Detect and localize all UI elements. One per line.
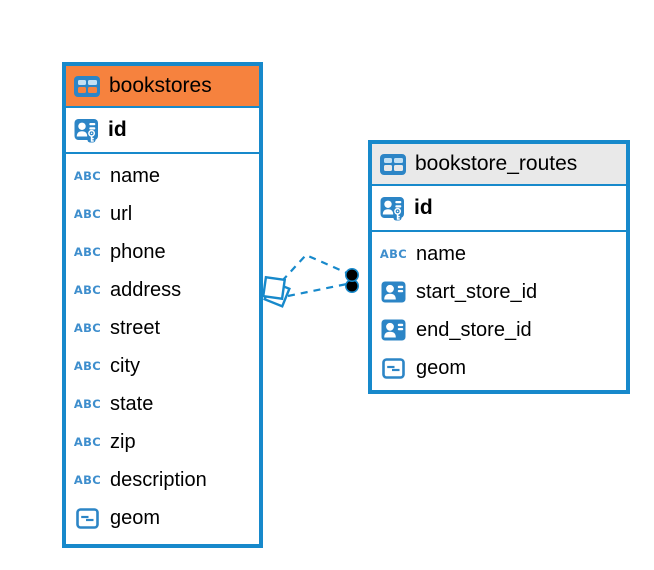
column-name: street xyxy=(110,316,161,339)
column-name: phone xyxy=(110,240,166,263)
text-type-icon: ABC xyxy=(73,283,102,297)
column-list: ABC name ABC url ABC phone ABC address A… xyxy=(66,154,259,540)
column-row[interactable]: ABC phone xyxy=(66,233,259,271)
column-name: name xyxy=(416,242,467,265)
geometry-type-icon xyxy=(74,507,101,529)
column-name: description xyxy=(110,468,207,491)
column-name: id xyxy=(108,118,127,141)
column-name: url xyxy=(110,202,133,225)
relationship-line-start-store[interactable] xyxy=(281,253,348,282)
column-name: geom xyxy=(416,356,467,379)
table-header-bookstores[interactable]: bookstores xyxy=(66,66,259,108)
column-row[interactable]: ABC street xyxy=(66,309,259,347)
table-bookstores[interactable]: bookstores id xyxy=(62,62,263,548)
column-row-pk[interactable]: id xyxy=(372,186,626,232)
column-row[interactable]: geom xyxy=(66,499,259,537)
column-name: geom xyxy=(110,506,161,529)
primary-key-icon xyxy=(73,118,100,143)
text-type-icon: ABC xyxy=(73,397,102,411)
column-name: zip xyxy=(110,430,136,453)
table-name: bookstores xyxy=(109,74,212,97)
column-name: end_store_id xyxy=(416,318,532,341)
primary-key-icon xyxy=(379,196,406,221)
many-end-diamond-icon[interactable] xyxy=(261,275,291,308)
column-row[interactable]: ABC state xyxy=(66,385,259,423)
reference-type-icon xyxy=(380,319,407,341)
column-row[interactable]: ABC name xyxy=(66,157,259,195)
table-icon xyxy=(74,75,100,97)
text-type-icon: ABC xyxy=(379,247,408,261)
text-type-icon: ABC xyxy=(73,207,102,221)
text-type-icon: ABC xyxy=(73,245,102,259)
text-type-icon: ABC xyxy=(73,435,102,449)
column-row[interactable]: end_store_id xyxy=(372,311,626,349)
column-name: name xyxy=(110,164,161,187)
column-row[interactable]: geom xyxy=(372,349,626,387)
column-row[interactable]: ABC url xyxy=(66,195,259,233)
reference-type-icon xyxy=(380,281,407,303)
text-type-icon: ABC xyxy=(73,321,102,335)
one-end-dot-icon[interactable] xyxy=(344,267,359,293)
table-bookstore-routes[interactable]: bookstore_routes id xyxy=(368,140,630,394)
column-row-pk[interactable]: id xyxy=(66,108,259,154)
table-icon xyxy=(380,153,406,175)
text-type-icon: ABC xyxy=(73,169,102,183)
column-row[interactable]: ABC name xyxy=(372,235,626,273)
column-name: id xyxy=(414,196,433,219)
relationship-line-end-store[interactable] xyxy=(287,282,348,298)
table-header-bookstore-routes[interactable]: bookstore_routes xyxy=(372,144,626,186)
column-name: state xyxy=(110,392,154,415)
column-row[interactable]: ABC city xyxy=(66,347,259,385)
column-list: ABC name start_store_id xyxy=(372,232,626,390)
column-name: city xyxy=(110,354,140,377)
column-row[interactable]: ABC zip xyxy=(66,423,259,461)
column-row[interactable]: ABC address xyxy=(66,271,259,309)
column-name: address xyxy=(110,278,182,301)
column-row[interactable]: ABC description xyxy=(66,461,259,499)
table-name: bookstore_routes xyxy=(415,152,578,175)
geometry-type-icon xyxy=(380,357,407,379)
text-type-icon: ABC xyxy=(73,473,102,487)
column-row[interactable]: start_store_id xyxy=(372,273,626,311)
text-type-icon: ABC xyxy=(73,359,102,373)
column-name: start_store_id xyxy=(416,280,538,303)
